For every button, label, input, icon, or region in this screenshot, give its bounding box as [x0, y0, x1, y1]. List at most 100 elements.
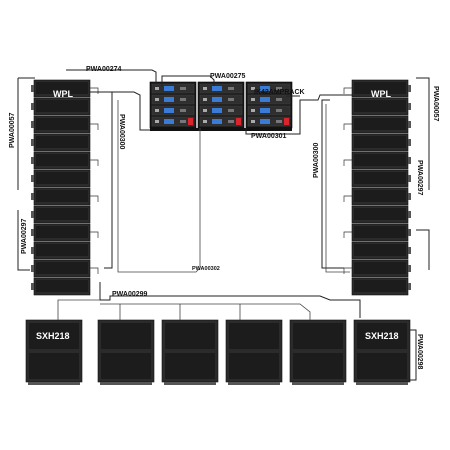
subwoofer-driver-upper: [101, 323, 151, 349]
cable-pwa00274: [66, 69, 157, 84]
rigging-bracket: [31, 265, 34, 272]
cabinet-grille: [36, 244, 88, 256]
amplifier-display: [212, 86, 222, 91]
cabinet-grille: [354, 82, 406, 94]
rigging-bracket: [31, 193, 34, 200]
cabinet-grille: [36, 136, 88, 148]
amplifier-display: [260, 86, 270, 91]
cabinet-grille: [354, 190, 406, 202]
cabinet-grille: [36, 280, 88, 292]
cable-left-outer: [17, 77, 35, 190]
amp-rack-label: IK42AMPRACK: [254, 89, 305, 96]
label-left-inner: PWA00300: [118, 114, 125, 150]
amp-rack-base: [150, 128, 292, 131]
rigging-bracket: [408, 121, 411, 128]
subwoofer-driver-lower: [165, 353, 215, 379]
rigging-bracket: [31, 175, 34, 182]
rigging-bracket: [31, 247, 34, 254]
amplifier-vent: [180, 98, 186, 101]
amplifier-vent: [180, 87, 186, 90]
subwoofer-skid: [100, 382, 152, 385]
cabinet-link-cable: [90, 267, 99, 274]
cable-runs: [17, 69, 430, 381]
cabinet-grille: [354, 280, 406, 292]
amplifier-vent: [228, 87, 234, 90]
cable-pwa00299: [99, 282, 361, 318]
amplifier-display: [260, 108, 270, 113]
amplifier-knob: [203, 109, 207, 112]
label-right-outer: PWA00057: [432, 86, 439, 122]
subwoofer-skid: [228, 382, 280, 385]
label-left-outer: PWA00057: [9, 112, 16, 148]
amplifier-display: [260, 119, 270, 124]
amplifier-vent: [276, 87, 282, 90]
amplifier-vent: [180, 120, 186, 123]
subwoofer-driver-upper: [29, 323, 79, 349]
cabinet-grille: [36, 262, 88, 274]
cabinet-grille: [354, 226, 406, 238]
rigging-bracket: [31, 283, 34, 290]
label-right-inner: PWA00300: [313, 142, 320, 178]
cable-right-inner: [321, 99, 344, 269]
cable-sub-left-drop: [57, 299, 100, 320]
cabinet-link-cable: [343, 231, 352, 238]
left-array-label: WPL: [53, 89, 73, 99]
cabinet-grille: [354, 136, 406, 148]
rigging-bracket: [408, 283, 411, 290]
amp-status-led: [284, 118, 289, 125]
rigging-bracket: [408, 103, 411, 110]
amplifier-vent: [276, 98, 282, 101]
amplifier-knob: [155, 109, 159, 112]
subwoofer-skid: [28, 382, 80, 385]
subwoofer-driver-lower: [357, 353, 407, 379]
amplifier-knob: [251, 109, 255, 112]
cabinet-link-cable: [343, 159, 352, 166]
label-left-lower: PWA00297: [21, 218, 28, 254]
cable-right-outer-lower: [416, 229, 430, 270]
amplifier-display: [212, 119, 222, 124]
cabinet-grille: [36, 100, 88, 112]
rigging-bracket: [408, 247, 411, 254]
subwoofer-driver-lower: [101, 353, 151, 379]
label-right-mid: PWA00297: [416, 160, 423, 196]
cable-pwa00298: [410, 329, 417, 381]
subwoofer-skid: [292, 382, 344, 385]
cabinet-link-cable: [90, 87, 99, 94]
cable-left-amp-feed: [90, 91, 150, 131]
amplifier-knob: [155, 98, 159, 101]
rigging-bracket: [408, 175, 411, 182]
amplifier-vent: [228, 120, 234, 123]
cabinet-grille: [354, 208, 406, 220]
cabinet-grille: [36, 172, 88, 184]
amplifier-knob: [203, 120, 207, 123]
cable-sub-bus-2: [100, 303, 311, 320]
amp-status-led: [236, 118, 241, 125]
amplifier-knob: [203, 87, 207, 90]
label-pwa00274: PWA00274: [86, 66, 122, 73]
amplifier-vent: [276, 109, 282, 112]
rigging-bracket: [31, 139, 34, 146]
subwoofer-driver-upper: [357, 323, 407, 349]
cabinet-grille: [36, 226, 88, 238]
cabinet-grille: [354, 118, 406, 130]
rigging-bracket: [31, 85, 34, 92]
amplifier-display: [164, 86, 174, 91]
cabinet-link-cable: [343, 195, 352, 202]
subwoofer-driver-lower: [29, 353, 79, 379]
label-pwa00301: PWA00301: [251, 133, 287, 140]
label-pwa00275: PWA00275: [210, 73, 246, 80]
cable-pwa00301: [245, 94, 352, 135]
cable-pwa00275: [161, 75, 215, 86]
cabinet-link-cable: [343, 123, 352, 130]
label-pwa00299: PWA00299: [112, 291, 148, 298]
rigging-bracket: [408, 85, 411, 92]
subwoofer-skid: [356, 382, 408, 385]
cable-pwa00302: [117, 100, 201, 273]
amplifier-vent: [276, 120, 282, 123]
subwoofer-driver-upper: [229, 323, 279, 349]
amplifier-vent: [228, 98, 234, 101]
amplifier-knob: [155, 120, 159, 123]
amplifier-display: [164, 97, 174, 102]
